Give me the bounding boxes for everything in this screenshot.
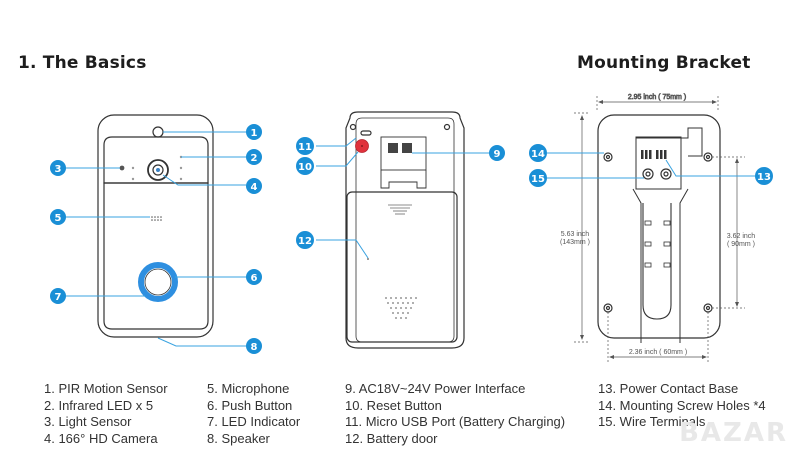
terminal-right [402,143,412,153]
svg-text:10: 10 [298,162,312,173]
section-title-mounting-bracket: Mounting Bracket [577,53,751,73]
legend-item: 14. Mounting Screw Holes *4 [598,397,766,413]
contact-pins [641,150,667,159]
battery-door [346,191,458,343]
badge-14: 14 [529,144,547,162]
legend-item: 13. Power Contact Base [598,381,739,396]
badge-9: 9 [489,145,505,161]
front-lower-panel [103,182,209,330]
legend-item: 2. Infrared LED x 5 [44,397,154,413]
legend-item: 12. Battery door [345,430,438,446]
svg-text:4: 4 [251,182,258,193]
dimension-annotations: 2.95 inch ( 75mm ) 5.63 inch (143mm ) 3.… [560,94,755,362]
badge-7: 7 [50,288,66,304]
svg-text:8: 8 [251,342,258,353]
legend-item: 3. Light Sensor [44,414,132,429]
microphone-grille [151,216,162,221]
mounting-hole-bottom-right [703,303,713,313]
badge-12: 12 [296,231,314,249]
mounting-hole-top-left [603,152,613,162]
back-view [345,111,465,349]
legend-item: 5. Microphone [207,381,290,396]
legend-item: 8. Speaker [207,430,270,446]
legend-item: 15. Wire Terminals [598,414,706,429]
legend-column-3: 9. AC18V~24V Power Interface 10. Reset B… [345,381,565,447]
badge-1: 1 [246,124,262,140]
dim-height-mm: (143mm ) [560,239,590,246]
badge-4: 4 [246,178,262,194]
push-button-ring [138,262,178,302]
legend-item: 4. 166° HD Camera [44,430,158,446]
legend-item: 6. Push Button [207,397,293,413]
legend-item: 7. LED Indicator [207,414,301,429]
badge-15: 15 [529,169,547,187]
front-body-outline [97,114,214,338]
front-camera-panel [103,136,209,184]
badge-2: 2 [246,149,262,165]
mounting-hole-top-right [703,152,713,162]
front-view [97,114,214,338]
light-sensor-icon [119,165,125,171]
dim-height: 5.63 inch [561,231,590,238]
svg-text:6: 6 [251,273,258,284]
bracket-body-outline [597,114,721,339]
battery-door-vent-top [388,204,412,215]
svg-text:7: 7 [55,292,62,303]
push-button [144,268,172,296]
dim-hole-spacing-v-mm: ( 90mm ) [727,241,755,248]
svg-text:11: 11 [298,142,312,153]
svg-text:2: 2 [251,153,258,164]
back-screw-left [349,123,357,131]
svg-text:12: 12 [298,236,312,247]
svg-text:13: 13 [757,172,771,183]
badge-3: 3 [50,160,66,176]
legend-item: 9. AC18V~24V Power Interface [345,381,526,396]
back-inner-outline [355,117,455,343]
bracket-view [597,114,721,343]
svg-text:5: 5 [55,213,62,224]
terminal-left [388,143,398,153]
badge-6: 6 [246,269,262,285]
bracket-slot [642,203,672,320]
callout-badges: 1 2 3 4 5 6 7 8 9 10 11 12 13 14 15 [50,124,773,354]
svg-text:1: 1 [251,128,258,139]
legend-column-4: 13. Power Contact Base 14. Mounting Scre… [598,381,766,431]
camera-lens-center [156,168,160,172]
camera-lens-outer [147,159,169,181]
badge-11: 11 [296,137,314,155]
pir-sensor-icon [152,126,164,138]
badge-13: 13 [755,167,773,185]
watermark-logo: BAZAR [679,418,788,448]
section-title-basics: 1. The Basics [18,53,147,73]
badge-10: 10 [296,157,314,175]
dim-top-width: 2.95 inch ( 75mm ) [628,94,686,101]
power-contact-base [635,136,682,190]
dim-bottom-width: 2.36 inch ( 60mm ) [629,349,687,356]
legend-column-1: 1. PIR Motion Sensor 2. Infrared LED x 5… [44,381,168,447]
svg-text:15: 15 [531,174,545,185]
legend-item: 1. PIR Motion Sensor [44,381,168,396]
legend-item: 10. Reset Button [345,397,442,413]
dim-hole-spacing-v: 3.62 inch [727,233,756,240]
svg-text:3: 3 [55,164,62,175]
svg-text:14: 14 [531,149,545,160]
legend-column-2: 5. Microphone 6. Push Button 7. LED Indi… [207,381,300,447]
badge-5: 5 [50,209,66,225]
back-screw-right [443,123,451,131]
mounting-hole-bottom-left [603,303,613,313]
legend-item: 11. Micro USB Port (Battery Charging) [345,414,566,429]
camera-lens-inner [152,164,164,176]
badge-8: 8 [246,338,262,354]
micro-usb-port-icon [360,130,372,136]
wire-terminal-left [642,168,654,180]
battery-door-vent-bottom [385,297,417,319]
svg-text:9: 9 [494,149,501,160]
leader-lines [66,131,756,347]
wire-terminal-right [660,168,672,180]
back-body-outline [345,111,465,349]
